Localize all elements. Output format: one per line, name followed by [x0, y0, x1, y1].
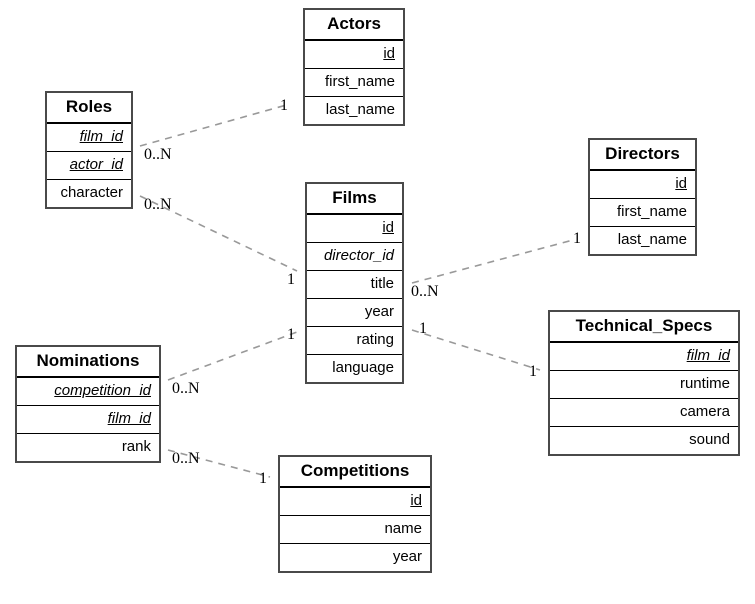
attribute-competitions-year[interactable]: year: [392, 547, 422, 565]
entity-title-roles: Roles: [47, 93, 131, 124]
attribute-technical_specs-film_id[interactable]: film_id: [550, 343, 738, 371]
attribute-films-title[interactable]: title: [307, 271, 402, 299]
attribute-roles-film_id[interactable]: film_id: [47, 124, 131, 152]
cardinality-label-films-technical_specs-from: 1: [419, 320, 427, 337]
relationship-line-films-directors: [411, 239, 574, 284]
cardinality-label-films-directors-from: 0..N: [411, 283, 439, 300]
cardinality-label-films-technical_specs-to: 1: [529, 363, 537, 380]
attribute-films-director_id[interactable]: director_id: [307, 243, 402, 271]
attribute-directors-first_name[interactable]: first_name: [590, 199, 695, 227]
attribute-directors-last_name[interactable]: last_name: [617, 230, 687, 248]
cardinality-label-nominations-competitions-to: 1: [259, 470, 267, 487]
attribute-films-id[interactable]: id: [307, 215, 402, 243]
attribute-competitions-name[interactable]: name: [280, 516, 430, 544]
attribute-actors-first_name[interactable]: first_name: [305, 69, 403, 97]
attribute-actors-id[interactable]: id: [305, 41, 403, 69]
attribute-roles-actor_id[interactable]: actor_id: [47, 152, 131, 180]
cardinality-label-roles-actors-from: 0..N: [144, 146, 172, 163]
entity-title-actors: Actors: [305, 10, 403, 41]
attribute-nominations-rank[interactable]: rank: [121, 437, 151, 455]
attribute-competitions-id[interactable]: id: [280, 488, 430, 516]
entity-title-directors: Directors: [590, 140, 695, 171]
cardinality-label-roles-films-to: 1: [287, 271, 295, 288]
cardinality-label-nominations-competitions-from: 0..N: [172, 450, 200, 467]
attribute-technical_specs-camera[interactable]: camera: [550, 399, 738, 427]
attribute-actors-last_name[interactable]: last_name: [325, 100, 395, 118]
cardinality-label-roles-actors-to: 1: [280, 97, 288, 114]
attribute-films-year[interactable]: year: [307, 299, 402, 327]
entity-title-technical_specs: Technical_Specs: [550, 312, 738, 343]
attribute-technical_specs-sound[interactable]: sound: [689, 430, 730, 448]
entity-title-nominations: Nominations: [17, 347, 159, 378]
relationship-line-roles-actors: [139, 103, 291, 147]
cardinality-label-nominations-films-from: 0..N: [172, 380, 200, 397]
attribute-nominations-competition_id[interactable]: competition_id: [17, 378, 159, 406]
cardinality-label-roles-films-from: 0..N: [144, 196, 172, 213]
attribute-films-language[interactable]: language: [332, 358, 394, 376]
entity-title-competitions: Competitions: [280, 457, 430, 488]
attribute-roles-character[interactable]: character: [60, 183, 123, 201]
attribute-technical_specs-runtime[interactable]: runtime: [550, 371, 738, 399]
attribute-nominations-film_id[interactable]: film_id: [17, 406, 159, 434]
relationship-line-films-technical_specs: [411, 329, 541, 371]
relationship-line-nominations-films: [167, 331, 298, 381]
attribute-films-rating[interactable]: rating: [307, 327, 402, 355]
entity-title-films: Films: [307, 184, 402, 215]
cardinality-label-nominations-films-to: 1: [287, 326, 295, 343]
attribute-directors-id[interactable]: id: [590, 171, 695, 199]
cardinality-label-films-directors-to: 1: [573, 230, 581, 247]
